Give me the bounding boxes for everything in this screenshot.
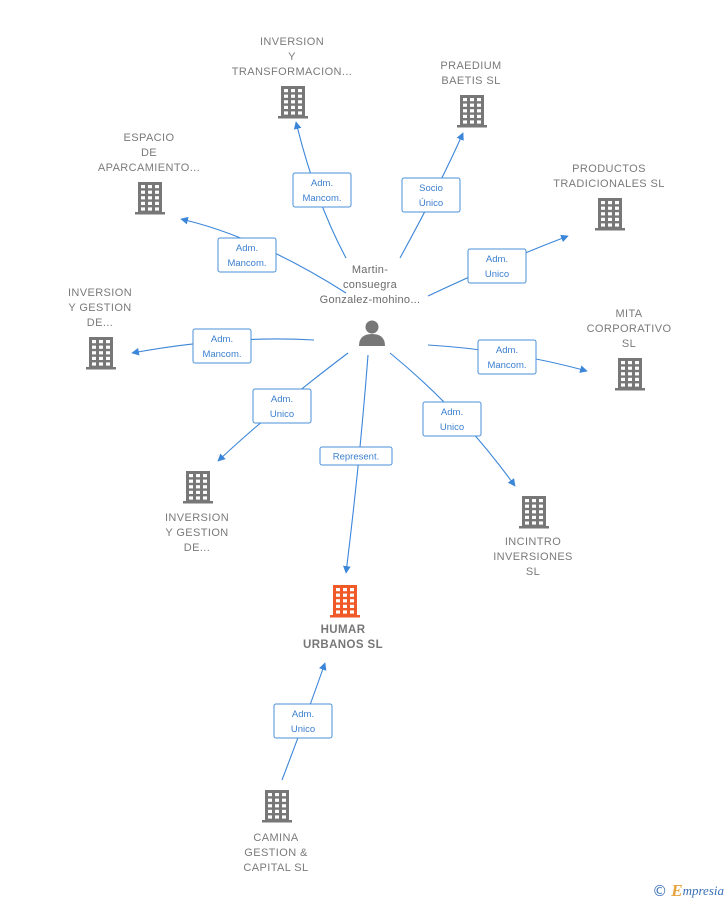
edge-label-text: Adm.	[486, 254, 508, 265]
company-label: MITA	[615, 308, 642, 320]
company-node-humar-urbanos[interactable]: HUMAR URBANOS SL	[303, 585, 383, 651]
edge-label[interactable]: Adm. Unico	[422, 401, 482, 437]
company-label: PRODUCTOS	[572, 163, 646, 175]
company-label: INVERSION	[165, 512, 229, 524]
building-icon	[135, 182, 165, 215]
building-icon	[595, 198, 625, 231]
company-node-mita-corporativo[interactable]: MITA CORPORATIVO SL	[587, 308, 672, 391]
edge-label-text: Mancom.	[302, 193, 341, 204]
person-label: consuegra	[343, 279, 398, 291]
company-label: HUMAR	[321, 624, 366, 636]
edge-label[interactable]: Adm. Mancom.	[217, 237, 277, 273]
company-node-productos-tradicionales[interactable]: PRODUCTOS TRADICIONALES SL	[553, 163, 665, 231]
edge-label[interactable]: Adm. Mancom.	[477, 339, 537, 375]
edge-label-text: Adm.	[311, 178, 333, 189]
person-label: Martin-	[352, 264, 388, 276]
edge-label-text: Unico	[291, 724, 315, 735]
edge-label[interactable]: Represent.	[319, 446, 393, 466]
edge-inversion-gestion-2: Adm. Unico	[217, 352, 349, 462]
edge-label-text: Unico	[270, 409, 294, 420]
company-label: Y	[288, 51, 296, 63]
company-node-camina-gestion[interactable]: CAMINA GESTION & CAPITAL SL	[243, 790, 308, 874]
edge-incintro-inversiones: Adm. Unico	[389, 352, 516, 487]
edge-label[interactable]: Adm. Unico	[273, 703, 333, 739]
building-icon	[457, 95, 487, 128]
edge-label[interactable]: Adm. Unico	[252, 388, 312, 424]
edge-inversion-transformacion: Adm. Mancom.	[292, 121, 352, 259]
company-label: INVERSIONES	[493, 551, 573, 563]
edge-espacio-aparcamiento: Adm. Mancom.	[180, 216, 347, 294]
company-label: Y GESTION	[165, 527, 228, 539]
company-label: DE...	[184, 542, 210, 554]
company-node-inversion-transformacion[interactable]: INVERSION Y TRANSFORMACION...	[232, 36, 352, 119]
copyright-icon: ©	[652, 882, 668, 900]
edge-label-text: Adm.	[236, 243, 258, 254]
edge-label-text: Represent.	[333, 452, 379, 463]
person-icon	[359, 320, 385, 346]
company-label: SL	[622, 338, 636, 350]
edges-layer: Adm.Mancom.SocioÚnicoAdm.Mancom.Adm.Unic…	[131, 121, 588, 781]
edge-label-text: Unico	[485, 269, 509, 280]
company-label: APARCAMIENTO...	[98, 162, 200, 174]
edge-productos-tradicionales: Adm. Unico	[427, 234, 569, 297]
company-label: PRAEDIUM	[440, 60, 501, 72]
edge-label[interactable]: Adm. Mancom.	[292, 172, 352, 208]
edge-label-text: Adm.	[271, 394, 293, 405]
edge-label-text: Único	[419, 198, 443, 209]
company-label: BAETIS SL	[441, 75, 500, 87]
edge-label-text: Socio	[419, 183, 443, 194]
nodes-layer: INVERSION Y TRANSFORMACION... PRAEDIUM BAETI…	[68, 36, 672, 874]
edge-label-text: Adm.	[441, 407, 463, 418]
company-label: Y GESTION	[68, 302, 131, 314]
company-label: DE	[141, 147, 157, 159]
company-label: TRANSFORMACION...	[232, 66, 352, 78]
company-node-inversion-gestion-2[interactable]: INVERSION Y GESTION DE...	[165, 471, 229, 554]
edge-label[interactable]: Adm. Unico	[467, 248, 527, 284]
person-node[interactable]: Martin-consuegraGonzalez-mohino...	[320, 264, 421, 346]
company-node-incintro-inversiones[interactable]: INCINTRO INVERSIONES SL	[493, 496, 573, 578]
company-label: GESTION &	[244, 847, 308, 859]
company-label: INCINTRO	[505, 536, 561, 548]
company-label: CORPORATIVO	[587, 323, 672, 335]
company-node-inversion-gestion-1[interactable]: INVERSION Y GESTION DE...	[68, 287, 132, 370]
edge-label-text: Adm.	[292, 709, 314, 720]
building-icon	[519, 496, 549, 529]
building-icon	[183, 471, 213, 504]
building-icon	[278, 86, 308, 119]
building-icon	[86, 337, 116, 370]
edge-label-text: Mancom.	[202, 349, 241, 360]
edge-mita-corporativo: Adm. Mancom.	[427, 339, 588, 375]
building-icon	[330, 585, 360, 618]
brand-name: mpresia	[682, 883, 724, 898]
company-label: CAMINA	[253, 832, 298, 844]
company-label: DE...	[87, 317, 113, 329]
person-label: Gonzalez-mohino...	[320, 294, 421, 306]
company-label: TRADICIONALES SL	[553, 178, 665, 190]
edge-label-text: Adm.	[496, 345, 518, 356]
edge-label[interactable]: Adm. Mancom.	[192, 328, 252, 364]
company-label: CAPITAL SL	[243, 862, 308, 874]
company-label: URBANOS SL	[303, 639, 383, 651]
company-node-praedium-baetis[interactable]: PRAEDIUM BAETIS SL	[440, 60, 501, 128]
edge-camina-gestion-to-humar-urbanos: Adm. Unico	[273, 662, 333, 781]
company-node-espacio-aparcamiento[interactable]: ESPACIO DE APARCAMIENTO...	[98, 132, 200, 215]
edge-label-text: Mancom.	[487, 360, 526, 371]
edge-label-text: Adm.	[211, 334, 233, 345]
edge-inversion-gestion-1: Adm. Mancom.	[131, 328, 315, 364]
building-icon	[262, 790, 292, 823]
company-label: ESPACIO	[124, 132, 175, 144]
company-label: SL	[526, 566, 540, 578]
company-label: INVERSION	[68, 287, 132, 299]
edge-label-text: Unico	[440, 422, 464, 433]
building-icon	[615, 358, 645, 391]
company-label: INVERSION	[260, 36, 324, 48]
edge-humar-urbanos: Represent.	[319, 354, 393, 574]
brand-initial: E	[671, 881, 683, 900]
edge-label-text: Mancom.	[227, 258, 266, 269]
